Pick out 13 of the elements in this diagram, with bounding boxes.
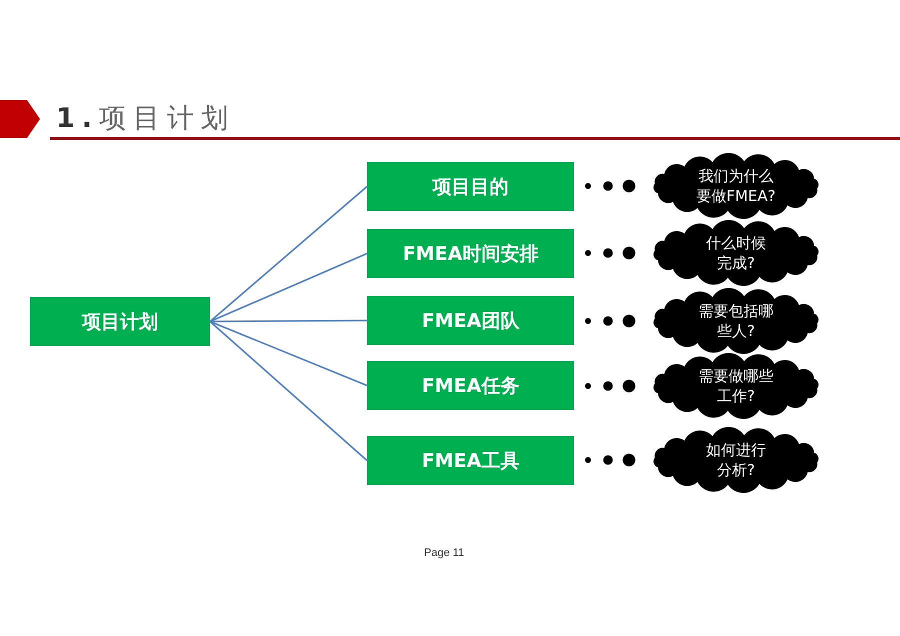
- connector-line: [209, 320, 368, 462]
- process-box: FMEA时间安排: [367, 229, 574, 278]
- page-number: Page 11: [424, 547, 464, 559]
- connector-line: [210, 320, 368, 386]
- connector-line: [210, 252, 368, 322]
- process-box: FMEA工具: [367, 436, 574, 485]
- process-box: FMEA任务: [367, 361, 574, 410]
- process-box: 项目目的: [367, 162, 574, 211]
- process-box: 项目计划: [30, 297, 210, 346]
- slide-title: 1.项目计划: [56, 102, 236, 136]
- connector-line: [209, 186, 368, 322]
- process-box: FMEA团队: [367, 296, 574, 345]
- connector-line: [210, 320, 367, 322]
